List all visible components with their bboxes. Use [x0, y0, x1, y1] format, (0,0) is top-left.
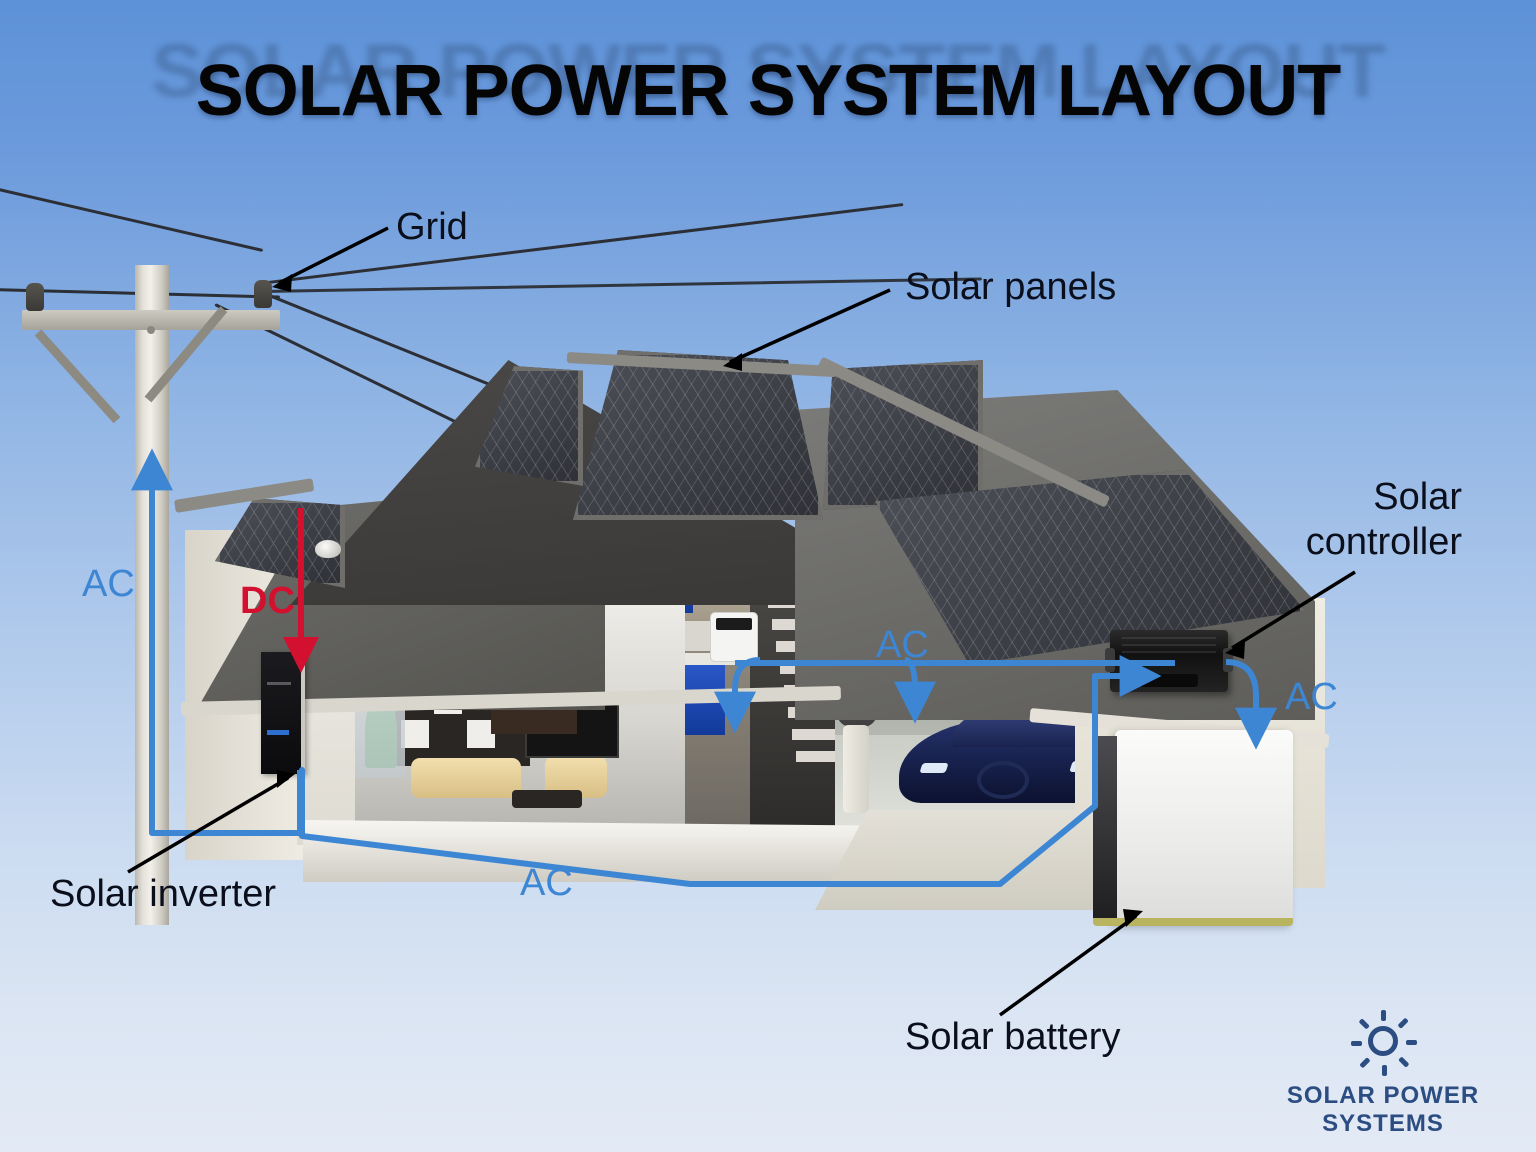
- flow-label-ac-pole: AC: [82, 563, 135, 605]
- pole-insulator-right: [254, 280, 272, 308]
- sun-ray: [1358, 1057, 1371, 1069]
- solar-battery-unit: [1093, 730, 1293, 926]
- car-grille-ring: [977, 761, 1029, 799]
- inverter-vent: [267, 682, 291, 685]
- battery-base-strip: [1093, 918, 1293, 926]
- leader-line-solar-battery: [998, 914, 1138, 1017]
- sun-ray: [1396, 1017, 1409, 1029]
- shelf-cell: [401, 720, 429, 748]
- leader-arrow-grid: [272, 274, 292, 292]
- brand-logo: SOLAR POWER SYSTEMS: [1248, 1010, 1518, 1138]
- house-cutaway: [173, 330, 1330, 930]
- controller-fin: [1122, 651, 1216, 653]
- leader-line-solar-panels: [729, 288, 891, 364]
- pole-insulator-left: [26, 283, 44, 311]
- leader-line-solar-inverter: [127, 776, 289, 874]
- sun-ray: [1381, 1065, 1387, 1076]
- sun-icon: [1347, 1010, 1419, 1076]
- leader-arrow-solar-panels: [723, 353, 742, 371]
- leader-arrow-solar-battery: [1123, 909, 1143, 927]
- sun-core: [1368, 1026, 1398, 1056]
- ac-flow-to-indoor-load: [714, 657, 761, 734]
- sun-ray: [1358, 1018, 1370, 1030]
- living-sofa: [411, 758, 521, 798]
- label-solar-battery: Solar battery: [905, 1016, 1121, 1058]
- label-solar-inverter: Solar inverter: [50, 873, 276, 915]
- security-camera: [315, 540, 341, 558]
- label-grid: Grid: [396, 206, 468, 248]
- leader-line-solar-controller: [1231, 570, 1356, 650]
- stair-step: [792, 729, 876, 740]
- sun-ray: [1405, 1040, 1417, 1045]
- leader-line-grid: [278, 226, 389, 285]
- sun-ray: [1350, 1041, 1362, 1046]
- leader-arrow-solar-controller: [1225, 641, 1245, 659]
- flow-label-ac-house-bottom: AC: [520, 862, 573, 904]
- ac-flow-inverter-to-house: [299, 655, 1162, 887]
- pole-bolt: [147, 326, 155, 334]
- flow-label-ac-battery: AC: [1285, 676, 1338, 718]
- flow-label-dc-roof: DC: [240, 580, 295, 622]
- garage-driveway-ramp: [815, 810, 1145, 910]
- ac-flow-controller-to-battery: [1225, 659, 1277, 750]
- utility-pole: [0, 180, 320, 925]
- label-solar-controller: Solar controller: [1305, 476, 1462, 563]
- wall-control-panel: [710, 612, 758, 662]
- shelf-cell: [467, 720, 495, 748]
- label-solar-panels: Solar panels: [905, 266, 1117, 308]
- living-coffee-table: [512, 790, 582, 808]
- controller-fin: [1122, 637, 1216, 639]
- brand-logo-text: SOLAR POWER SYSTEMS: [1286, 1082, 1480, 1137]
- ac-flow-to-ev-charger: [894, 657, 936, 724]
- sun-ray: [1380, 1010, 1386, 1021]
- ev-charger-post: [843, 725, 869, 813]
- inverter-indicator: [267, 730, 289, 735]
- controller-fin: [1122, 644, 1216, 646]
- leader-arrow-solar-inverter: [277, 770, 295, 788]
- flow-label-ac-garage: AC: [876, 624, 929, 666]
- page-title-shadow: SOLAR POWER SYSTEM LAYOUT: [151, 29, 1386, 114]
- page-title: SOLAR POWER SYSTEM LAYOUT: [195, 51, 1341, 131]
- sun-ray: [1397, 1056, 1409, 1068]
